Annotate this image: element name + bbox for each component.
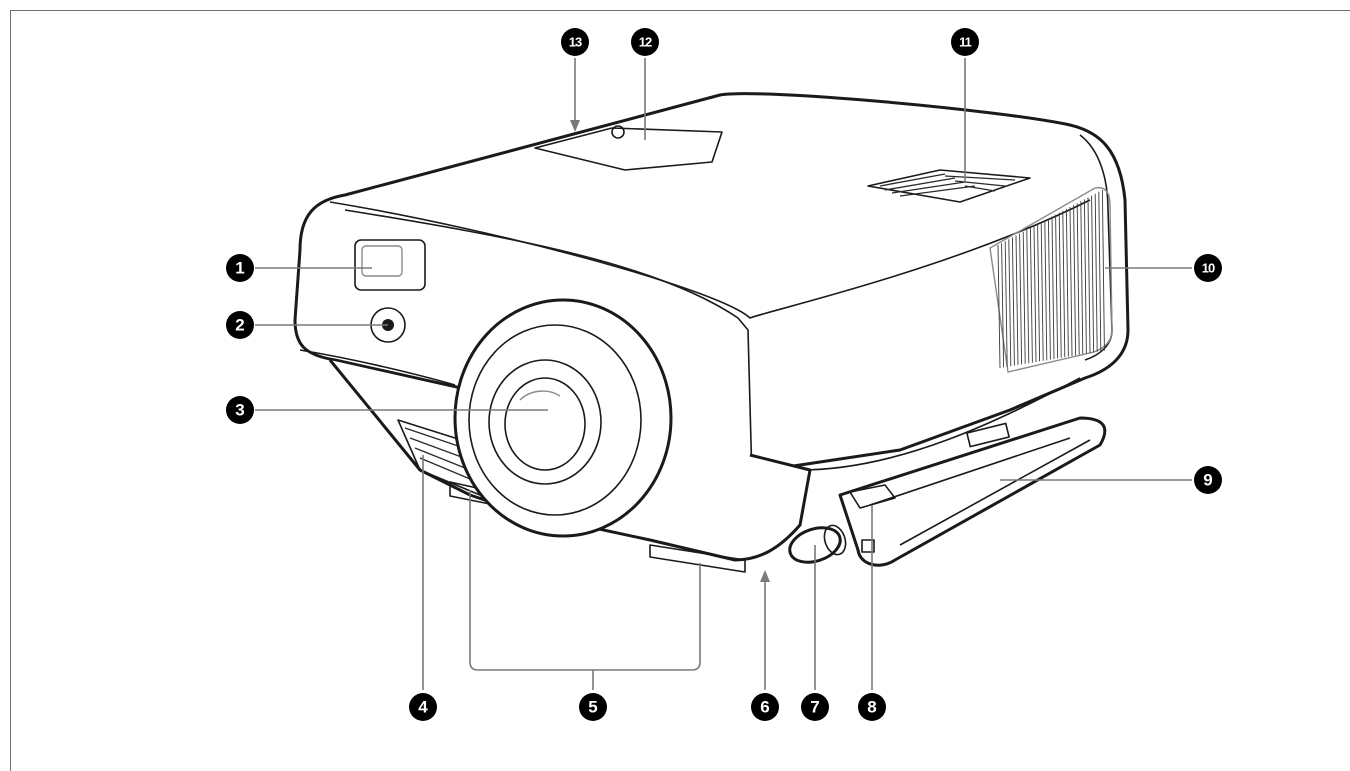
callout-13: 13 [561,28,589,56]
svg-text:7: 7 [810,698,819,717]
side-vent-slat [1073,205,1077,356]
svg-text:1: 1 [235,259,244,278]
connector-port [861,539,875,553]
top-vent [867,169,1031,203]
svg-text:2: 2 [235,316,244,335]
ir-window [354,239,426,291]
top-cover-plate [534,127,723,171]
side-vent-slat [1076,203,1080,355]
side-vent-slat [1087,197,1091,354]
svg-text:12: 12 [639,35,652,50]
top-vent-slats [879,173,1016,197]
callout-9: 9 [1194,466,1222,494]
lens-reflection [519,390,561,401]
svg-text:13: 13 [569,35,582,50]
side-vent-slat [1058,212,1062,358]
projector-illustration [293,92,1130,573]
right-side-edge [1079,134,1113,361]
side-vent-slat [1051,216,1055,360]
callout-7: 7 [801,693,829,721]
callout-11: 11 [951,28,979,56]
side-vent-slat [1044,220,1048,361]
side-vent-slat [1008,239,1012,367]
side-vent-slat [1015,235,1019,366]
side-vent-slat [1001,243,1005,368]
lens-ring-mid [488,359,602,485]
top-screw [611,125,625,139]
side-vent-slat [1019,233,1023,365]
remote-tray-clip [966,422,1010,448]
side-vent-slat [1055,214,1059,359]
front-face-edge [344,209,753,481]
callout-8: 8 [858,693,886,721]
side-vent-slat [1022,231,1026,364]
side-vent-frame [989,186,1113,373]
side-vent-slat [1011,237,1015,366]
callout-3: 3 [226,396,254,424]
svg-text:3: 3 [235,401,244,420]
side-vent-slat [1037,224,1041,362]
svg-text:8: 8 [867,698,876,717]
arrow-13 [570,120,580,132]
remote-tray-inner [869,437,1091,546]
side-vent-slat [1026,229,1030,364]
svg-text:11: 11 [959,35,972,50]
leader-5 [469,490,701,671]
callout-12: 12 [631,28,659,56]
side-vent-grille [997,189,1105,369]
side-vent-slat [1062,210,1066,358]
callout-1: 1 [226,254,254,282]
side-vent-slat [997,244,1001,369]
top-front-edge [329,199,1091,319]
side-vent-slat [1029,227,1033,363]
ir-window-inner [361,245,403,277]
callout-5: 5 [579,693,607,721]
figure-frame [10,10,1350,771]
side-vent-slat [1040,222,1044,361]
svg-text:5: 5 [588,698,597,717]
callout-6: 6 [751,693,779,721]
callout-10: 10 [1194,254,1222,282]
lens-ring-outer [468,324,642,516]
side-vent-slat [1065,208,1069,357]
lens-glass [504,377,586,471]
cable-connector [849,484,896,509]
remote-tray [838,416,1107,567]
svg-text:9: 9 [1203,471,1212,490]
side-vent-slat [1047,218,1051,360]
front-foot-right [649,544,746,573]
side-vent-slat [1091,195,1095,353]
svg-text:4: 4 [418,698,428,717]
lens-housing [453,298,673,538]
side-vent-slat [1080,201,1084,355]
svg-text:10: 10 [1202,261,1215,276]
side-vent-slat [1069,206,1073,357]
callout-2: 2 [226,311,254,339]
side-vent-slat [1033,225,1037,363]
callout-4: 4 [409,693,437,721]
side-vent-slat [1101,189,1105,351]
side-vent-slat [1083,199,1087,354]
side-vent-slat [1098,191,1102,352]
arrow-6 [760,570,770,582]
leader-lines [255,58,1192,690]
side-vent-slat [1004,241,1008,367]
side-vent-slat [1094,193,1098,352]
adjust-knob-face [823,524,847,556]
svg-text:6: 6 [760,698,769,717]
